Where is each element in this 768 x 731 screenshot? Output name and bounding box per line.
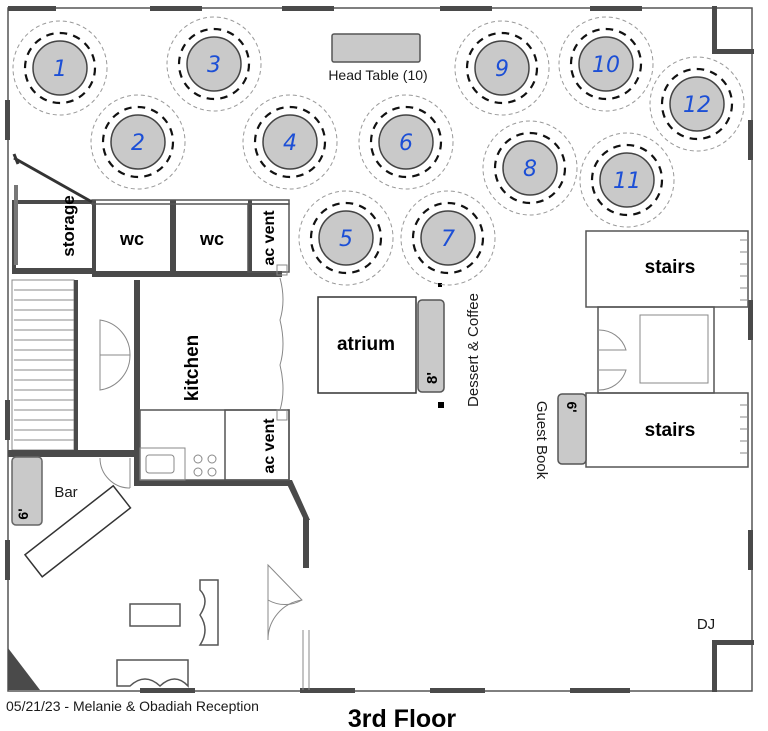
dj-label: DJ: [697, 616, 715, 633]
round-table-6: 6: [358, 94, 454, 190]
table-number-6: 6: [399, 131, 413, 156]
stairs-bottom-label: stairs: [645, 420, 696, 441]
table-number-7: 7: [441, 227, 455, 252]
table-number-5: 5: [339, 227, 353, 252]
head-table-label: Head Table (10): [328, 67, 427, 83]
kitchen-block: [99, 277, 310, 568]
table-number-11: 11: [613, 169, 641, 194]
service-block: [12, 153, 290, 277]
storage-label: storage: [59, 195, 78, 256]
table-number-9: 9: [495, 57, 509, 82]
floor-title: 3rd Floor: [348, 705, 457, 731]
guest-book-table-length: 6': [564, 401, 580, 412]
round-table-3: 3: [166, 16, 262, 112]
table-number-4: 4: [283, 131, 297, 156]
left-stair: [11, 279, 78, 451]
round-table-4: 4: [242, 94, 338, 190]
table-number-8: 8: [523, 157, 537, 182]
bar-label: Bar: [54, 484, 77, 501]
round-table-1: 1: [12, 20, 108, 116]
round-table-2: 2: [90, 94, 186, 190]
bar-counter: [23, 484, 132, 578]
round-table-9: 9: [454, 20, 550, 116]
dessert-table: [417, 299, 445, 393]
ac-vent-top-label: ac vent: [261, 210, 278, 266]
event-caption: 05/21/23 - Melanie & Obadiah Reception: [6, 698, 259, 714]
table-number-2: 2: [131, 131, 145, 156]
round-table-10: 10: [558, 16, 654, 112]
table-number-1: 1: [53, 57, 67, 82]
wc-label-2: wc: [199, 229, 224, 249]
stairs-top-label: stairs: [645, 257, 696, 278]
guest-book-table: [557, 393, 587, 465]
atrium-label: atrium: [337, 334, 395, 355]
ac-vent-bottom-label: ac vent: [261, 418, 278, 474]
round-table-8: 8: [482, 120, 578, 216]
round-table-12: 12: [649, 56, 745, 152]
kitchen-label: kitchen: [182, 335, 203, 402]
dessert-table-length: 8': [424, 372, 441, 384]
dessert-label: Dessert & Coffee: [465, 293, 482, 407]
table-number-3: 3: [207, 53, 221, 78]
round-table-11: 11: [579, 132, 675, 228]
round-table-5: 5: [298, 190, 394, 286]
round-table-7: 7: [400, 190, 496, 286]
atrium-box: [317, 296, 417, 394]
head-table: [331, 33, 421, 63]
outer-walls: [5, 6, 754, 693]
wc-label-1: wc: [119, 229, 144, 249]
table-number-10: 10: [592, 53, 620, 78]
guest-book-label: Guest Book: [533, 401, 550, 480]
table-number-12: 12: [683, 93, 711, 118]
lounge: [116, 563, 310, 690]
bar-table: [11, 456, 43, 526]
bar-table-length: 6': [15, 508, 31, 519]
bar-area: [8, 450, 134, 578]
